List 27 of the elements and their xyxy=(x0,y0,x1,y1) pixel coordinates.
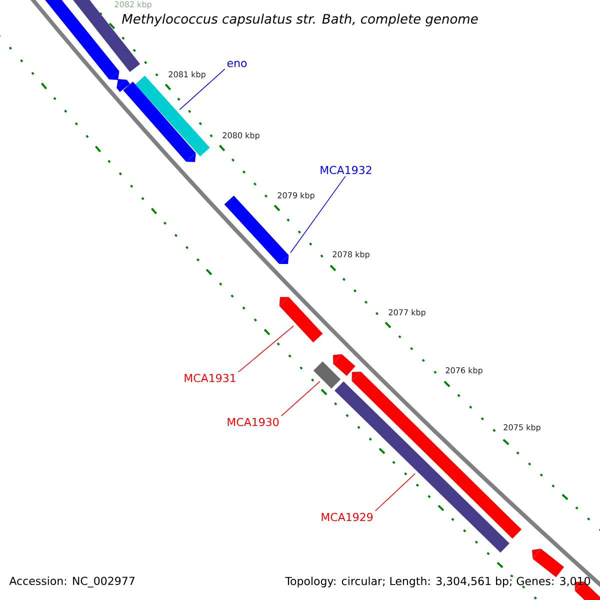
gene-label: MCA1932 xyxy=(320,166,372,174)
scale-label: 2080 kbp xyxy=(222,132,260,140)
leader-line xyxy=(290,176,346,254)
scale-label: 2078 kbp xyxy=(332,251,370,259)
info-text: Topology: circular; Length: 3,304,561 bp; Genes: 3,010 xyxy=(285,576,590,588)
gene-label: eno xyxy=(227,60,247,68)
leader-line xyxy=(179,68,226,110)
scale-label: 2079 kbp xyxy=(278,192,314,200)
gene-feature xyxy=(532,548,564,578)
title: Methylococcus capsulatus str. Bath, complete genome xyxy=(122,14,478,26)
info-text: Accession: NC_002977 xyxy=(9,576,134,588)
scale-label: 2081 kbp xyxy=(168,71,206,79)
gene-feature xyxy=(333,354,356,376)
leader-line xyxy=(280,380,320,416)
gene-label: MCA1931 xyxy=(184,374,236,382)
gene-feature xyxy=(116,79,130,92)
gene-feature xyxy=(313,361,341,389)
gene-label: MCA1929 xyxy=(322,512,373,522)
gene-feature xyxy=(123,82,196,162)
scale-label: 2076 kbp xyxy=(446,367,482,375)
leader-line xyxy=(238,325,294,372)
scale-label: 2075 kbp xyxy=(504,424,540,432)
scale-label: 2082 kbp xyxy=(114,1,152,9)
leader-line xyxy=(374,473,416,512)
gene-label: MCA1930 xyxy=(228,418,279,426)
gene-feature xyxy=(279,297,323,342)
scale-label: 2077 kbp xyxy=(388,309,426,317)
